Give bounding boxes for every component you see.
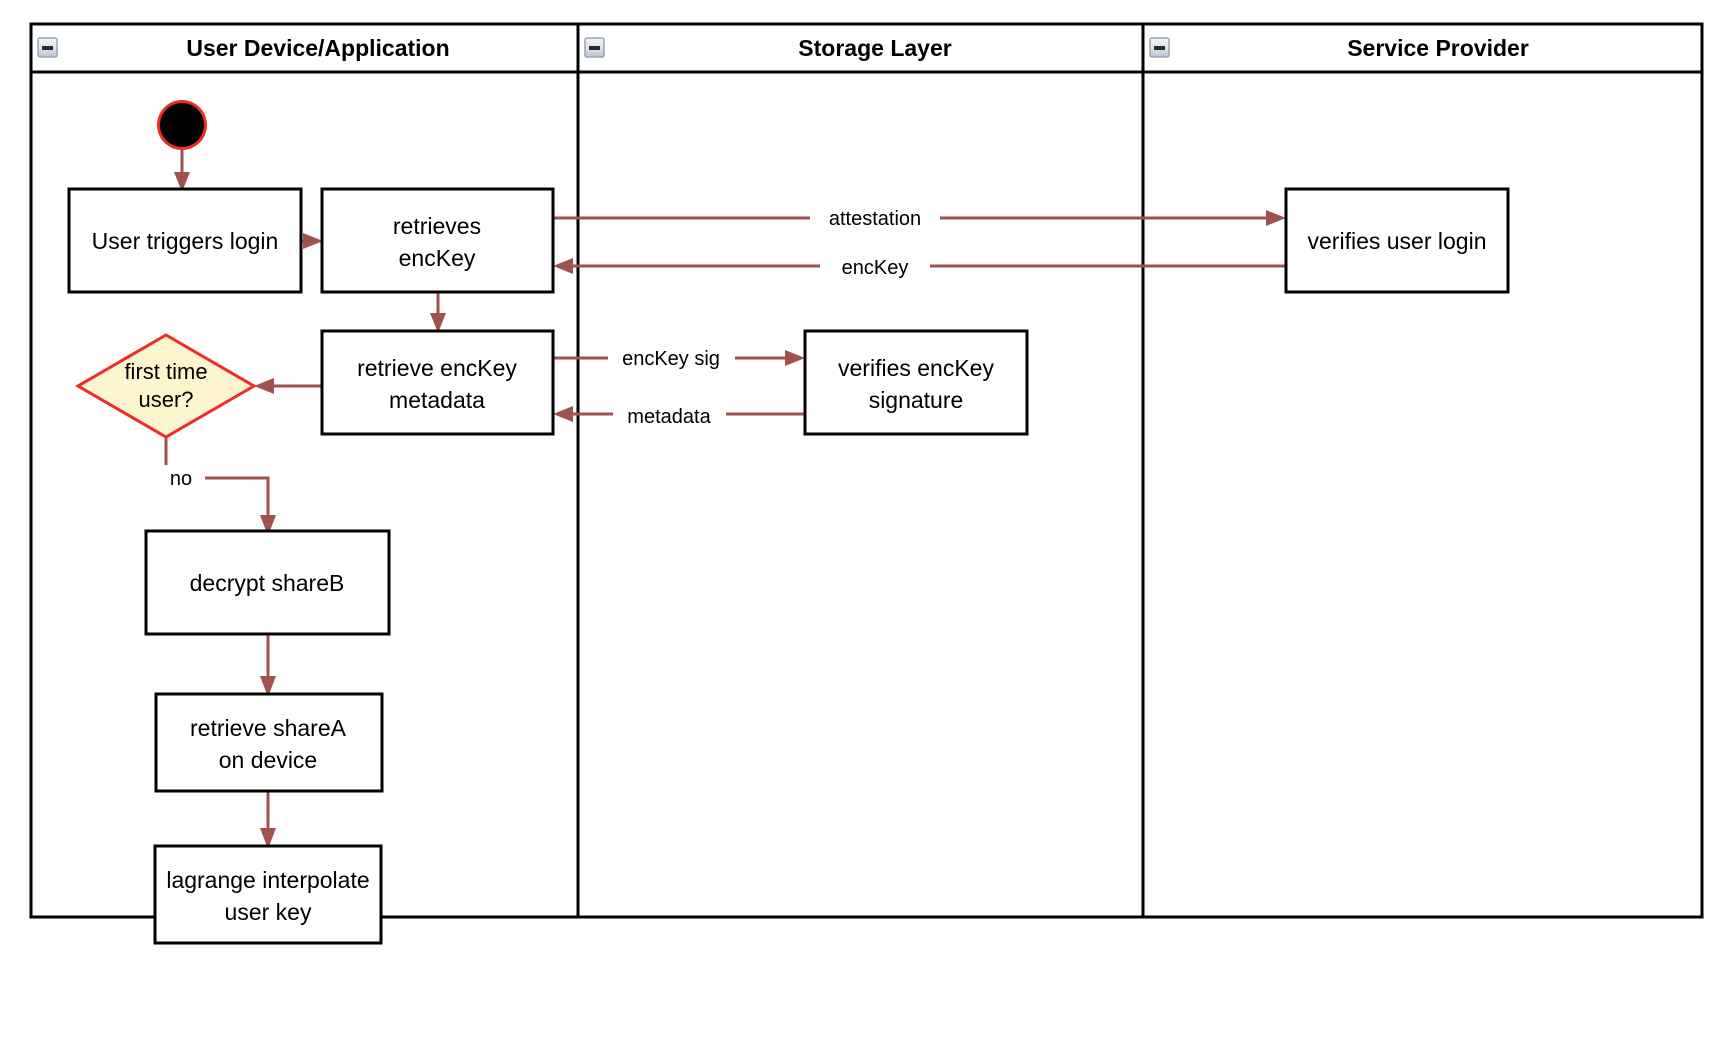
minus-square-icon[interactable] <box>1149 37 1170 58</box>
node-verifies-user-login[interactable]: verifies user login <box>1284 187 1510 294</box>
arrowhead <box>303 233 323 249</box>
arrowhead <box>260 515 276 536</box>
arrowhead <box>260 828 276 849</box>
node-label-line2: encKey <box>399 245 476 271</box>
edge-enckey-sig: encKey sig <box>553 345 805 372</box>
arrowhead <box>553 258 573 274</box>
node-label-line1: retrieves <box>393 213 481 239</box>
edge-decision-to-decrypt: no <box>157 438 276 536</box>
node-first-time-user-decision[interactable]: first time user? <box>75 333 257 439</box>
decision-label-line1: first time <box>124 359 207 384</box>
node-label-line1: verifies encKey <box>838 355 994 381</box>
edge-label-attestation: attestation <box>829 208 921 230</box>
node-label-line1: lagrange interpolate <box>166 867 369 893</box>
arrowhead <box>553 406 573 422</box>
node-decrypt-shareb[interactable]: decrypt shareB <box>144 529 391 636</box>
swimlane-pool <box>29 22 1704 919</box>
arrowhead <box>430 313 446 333</box>
node-label: decrypt shareB <box>190 570 345 596</box>
node-verifies-enckey-signature[interactable]: verifies encKey signature <box>803 329 1029 436</box>
pool-outline <box>29 22 1704 919</box>
edge-label-bg <box>608 345 735 372</box>
arrowhead <box>785 350 805 366</box>
node-label-line2: metadata <box>389 387 485 413</box>
node-user-triggers-login[interactable]: User triggers login <box>67 187 303 294</box>
edge-attestation: attestation <box>553 205 1286 232</box>
lane-title-user-device: User Device/Application <box>186 35 449 61</box>
arrowhead <box>254 378 274 394</box>
edge-enckey-back: encKey <box>553 253 1286 280</box>
node-label: User triggers login <box>92 228 279 254</box>
node-label-line2: signature <box>869 387 964 413</box>
lane-header-service-provider[interactable]: Service Provider <box>1149 35 1529 61</box>
node-label: verifies user login <box>1308 228 1487 254</box>
edge-login-to-retrieves <box>301 233 323 249</box>
lane-header-user-device[interactable]: User Device/Application <box>37 35 450 61</box>
edge-label-enckey-sig: encKey sig <box>622 348 720 370</box>
edge-metadata-back: metadata <box>553 403 805 430</box>
edge-label-bg <box>157 465 205 492</box>
edge-retrieves-to-metadata <box>430 292 446 333</box>
node-label-line2: user key <box>225 899 312 925</box>
edge-decrypt-to-sharea <box>260 634 276 697</box>
edge-label-no: no <box>170 468 192 490</box>
minus-square-icon[interactable] <box>584 37 605 58</box>
edge-label-bg <box>810 205 940 232</box>
node-label-line2: on device <box>219 747 317 773</box>
lane-header-storage-layer[interactable]: Storage Layer <box>584 35 952 61</box>
edge-label-bg <box>613 403 726 430</box>
lane-title-service-provider: Service Provider <box>1347 35 1529 61</box>
edge-label-metadata: metadata <box>627 406 711 428</box>
node-retrieve-sharea-on-device[interactable]: retrieve shareA on device <box>154 692 384 793</box>
edge-metadata-to-decision <box>254 378 322 394</box>
node-lagrange-interpolate-user-key[interactable]: lagrange interpolate user key <box>153 844 383 945</box>
arrowhead <box>174 172 190 192</box>
node-retrieve-enckey-metadata[interactable]: retrieve encKey metadata <box>320 329 555 436</box>
edge-label-enckey: encKey <box>842 257 909 279</box>
node-label-line1: retrieve encKey <box>357 355 517 381</box>
minus-square-icon[interactable] <box>37 37 58 58</box>
node-retrieves-enckey[interactable]: retrieves encKey <box>320 187 555 294</box>
edge-sharea-to-lagrange <box>260 791 276 849</box>
node-label-line1: retrieve shareA <box>190 715 347 741</box>
arrowhead <box>260 676 276 697</box>
edge-start-to-login <box>174 150 190 192</box>
lane-title-storage-layer: Storage Layer <box>798 35 951 61</box>
decision-label-line2: user? <box>138 387 193 412</box>
arrowhead <box>1266 210 1286 226</box>
start-node[interactable] <box>157 100 207 150</box>
edge-label-bg <box>820 253 930 280</box>
